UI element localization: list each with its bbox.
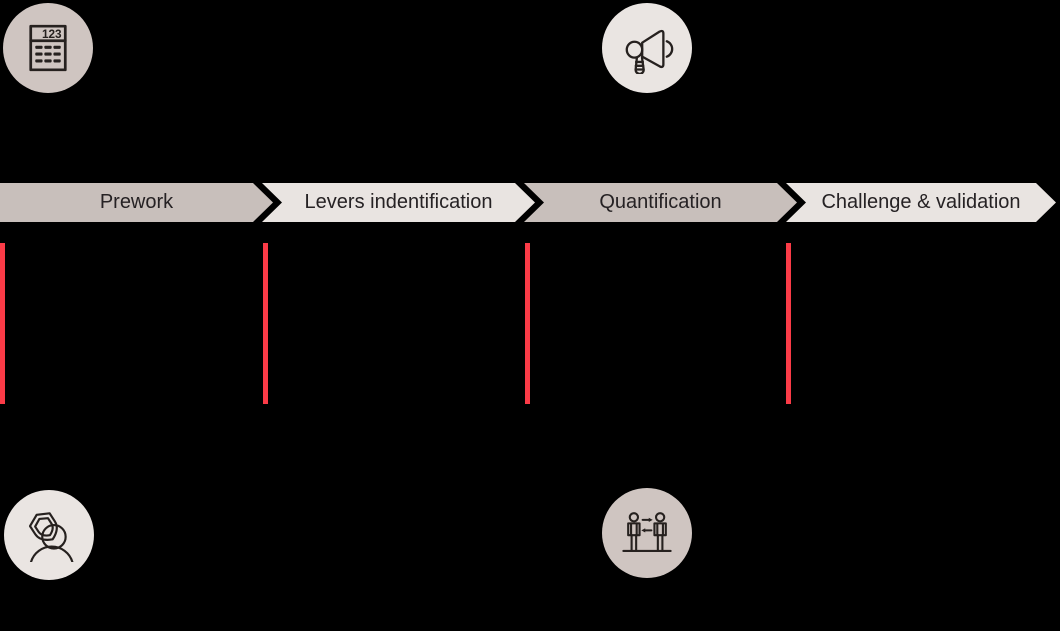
people-exchange-icon-circle <box>602 488 692 578</box>
stage-chevron-challenge-validation: Challenge & validation <box>786 183 1056 222</box>
stage-label: Levers indentification <box>304 191 493 213</box>
people-exchange-icon <box>622 512 672 552</box>
calculator-icon: 123 <box>29 24 67 72</box>
stage-chevron-quantification: Quantification <box>524 183 797 222</box>
milestone-line-4 <box>786 243 791 404</box>
megaphone-icon <box>625 29 674 74</box>
milestone-line-3 <box>525 243 530 404</box>
calculator-display: 123 <box>42 27 62 41</box>
person-shield-icon <box>28 512 74 562</box>
milestone-line-2 <box>263 243 268 404</box>
stage-chevron-prework: Prework <box>0 183 273 222</box>
milestone-line-1 <box>0 243 5 404</box>
stage-label: Prework <box>99 191 174 213</box>
person-shield-icon-circle <box>4 490 94 580</box>
calculator-icon-circle: 123 <box>3 3 93 93</box>
stage-label: Challenge & validation <box>821 191 1021 213</box>
stage-chevron-levers-indentification: Levers indentification <box>262 183 535 222</box>
megaphone-icon-circle <box>602 3 692 93</box>
stage-label: Quantification <box>599 191 722 213</box>
